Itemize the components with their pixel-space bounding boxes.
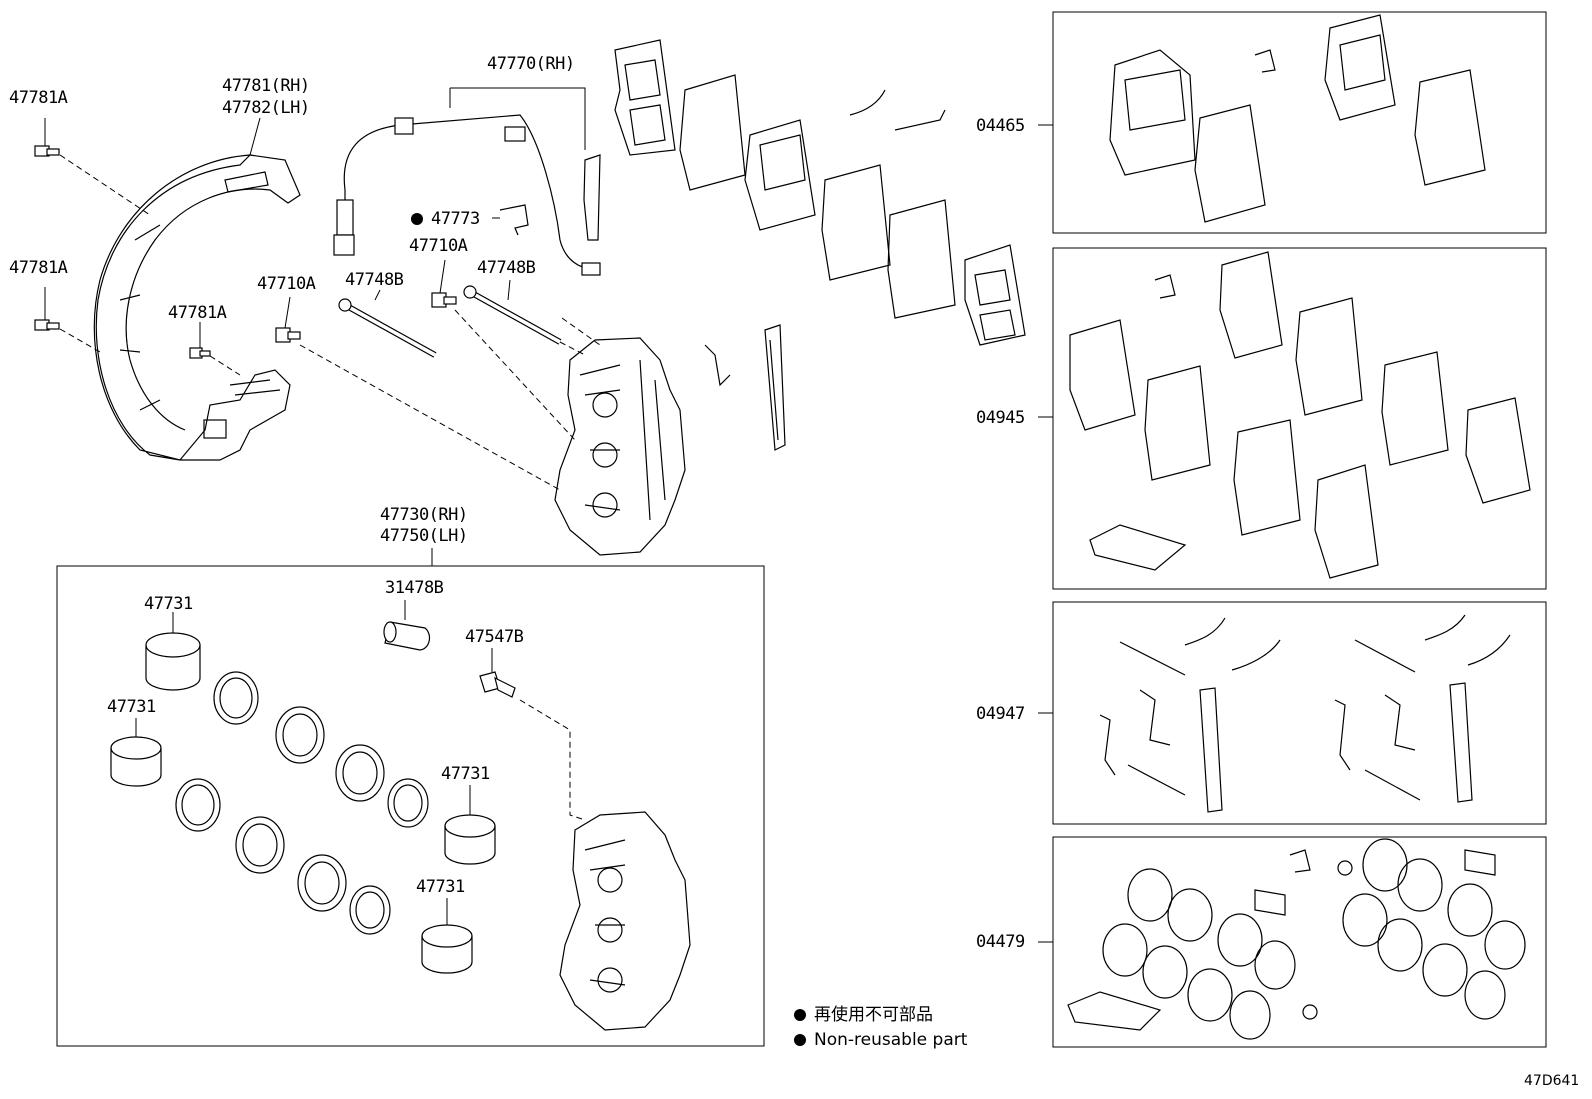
legend-dot-en bbox=[794, 1034, 806, 1046]
kit-04945-pads bbox=[1069, 251, 1531, 579]
piston-47731-b bbox=[110, 736, 162, 787]
legend-jp-text: 再使用不可部品 bbox=[814, 1005, 933, 1025]
label-31478b: 31478B bbox=[385, 578, 444, 598]
non-reusable-marker bbox=[411, 213, 423, 225]
label-47731-a: 47731 bbox=[144, 594, 193, 614]
label-kit-04947: 04947 bbox=[976, 704, 1025, 724]
label-47781a-mid: 47781A bbox=[9, 258, 68, 278]
piston-47731-c bbox=[444, 814, 496, 865]
dust-shield-drawing bbox=[93, 154, 301, 461]
kit-box-04465 bbox=[1052, 11, 1547, 234]
bleeder-cap-31478b bbox=[383, 621, 431, 651]
shield-bolt-mid bbox=[34, 319, 60, 331]
label-kit-04945: 04945 bbox=[976, 408, 1025, 428]
mount-bolt-right bbox=[431, 292, 457, 308]
slide-pin-right bbox=[463, 285, 562, 345]
shield-bolt-top bbox=[34, 145, 60, 157]
label-47731-d: 47731 bbox=[416, 877, 465, 897]
label-47731-c: 47731 bbox=[441, 764, 490, 784]
label-47730-rh: 47730(RH) bbox=[380, 505, 468, 525]
kit-box-04947 bbox=[1052, 601, 1547, 825]
label-47781-rh: 47781(RH) bbox=[222, 76, 310, 96]
label-47781a-inner: 47781A bbox=[168, 303, 227, 323]
piston-47731-a bbox=[145, 632, 201, 691]
sensor-bracket bbox=[583, 154, 601, 241]
legend-dot-jp bbox=[794, 1009, 806, 1021]
sensor-clip-47773 bbox=[499, 204, 529, 236]
label-47750-lh: 47750(LH) bbox=[380, 526, 468, 546]
pad-set-upper bbox=[614, 39, 1026, 451]
caliper-lower-drawing bbox=[559, 811, 691, 1031]
caliper-assembly-box bbox=[56, 565, 765, 1047]
caliper-upper-drawing bbox=[554, 337, 686, 556]
legend-en-text: Non-reusable part bbox=[814, 1030, 968, 1050]
legend-jp: 再使用不可部品 bbox=[794, 1005, 933, 1025]
label-47770-rh: 47770(RH) bbox=[487, 54, 575, 74]
legend-en: Non-reusable part bbox=[794, 1030, 967, 1050]
label-47731-b: 47731 bbox=[107, 697, 156, 717]
kit-04465-pads bbox=[1109, 14, 1486, 223]
mount-bolt-left bbox=[275, 327, 301, 343]
kit-box-04945 bbox=[1052, 247, 1547, 590]
kit-04947-hardware bbox=[1099, 614, 1511, 813]
shield-bolt-inner bbox=[189, 347, 211, 359]
label-47710a-right: 47710A bbox=[409, 236, 468, 256]
label-kit-04479: 04479 bbox=[976, 932, 1025, 952]
label-47748b-left: 47748B bbox=[345, 270, 404, 290]
diagram-code: 47D641 bbox=[1524, 1073, 1580, 1089]
label-47773: 47773 bbox=[411, 209, 480, 229]
label-47748b-right: 47748B bbox=[477, 258, 536, 278]
label-47781a-top: 47781A bbox=[9, 88, 68, 108]
label-47547b: 47547B bbox=[465, 627, 524, 647]
kit-04479-seals bbox=[1067, 838, 1526, 1040]
slide-pin-left bbox=[338, 298, 437, 358]
piston-47731-d bbox=[421, 924, 473, 974]
label-kit-04465: 04465 bbox=[976, 116, 1025, 136]
label-47773-text: 47773 bbox=[431, 209, 480, 229]
label-47782-lh: 47782(LH) bbox=[222, 98, 310, 118]
bleeder-plug-47547b bbox=[479, 671, 516, 698]
seal-rings bbox=[175, 671, 429, 935]
wear-sensor-drawing bbox=[333, 114, 601, 276]
label-47710a-left: 47710A bbox=[257, 274, 316, 294]
